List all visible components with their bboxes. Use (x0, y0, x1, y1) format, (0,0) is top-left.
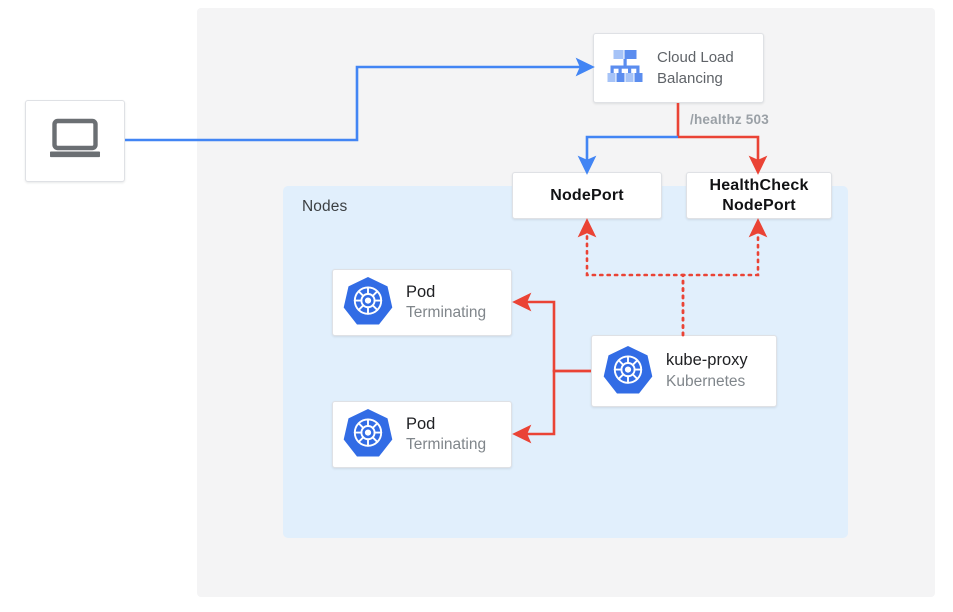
kube-proxy-node[interactable]: kube-proxy Kubernetes (591, 335, 777, 407)
nodeport-node[interactable]: NodePort (512, 172, 662, 219)
cloud-load-balancing-label-line1: Cloud Load (657, 49, 734, 66)
pod-bottom-title: Pod (406, 414, 436, 433)
healthcheck-nodeport-node[interactable]: HealthCheck NodePort (686, 172, 832, 219)
cloud-load-balancing-label: Cloud Load Balancing (657, 47, 734, 89)
client-node[interactable] (25, 100, 125, 182)
nodeport-label: NodePort (550, 186, 624, 204)
healthcheck-nodeport-label: HealthCheck NodePort (709, 176, 808, 216)
pod-bottom-subtitle: Terminating (406, 436, 487, 454)
kubernetes-icon (342, 274, 394, 331)
pod-top-subtitle: Terminating (406, 304, 487, 322)
kube-proxy-title: kube-proxy (666, 351, 748, 370)
pod-top-title: Pod (406, 282, 436, 301)
kubernetes-icon (602, 343, 654, 400)
pod-node-bottom[interactable]: Pod Terminating (332, 401, 512, 468)
pod-node-top[interactable]: Pod Terminating (332, 269, 512, 336)
cloud-load-balancing-node[interactable]: Cloud Load Balancing (593, 33, 764, 103)
healthcheck-nodeport-label-line1: HealthCheck (709, 176, 809, 194)
nodes-region-label: Nodes (302, 198, 348, 215)
pod-bottom-text: Pod Terminating (406, 414, 487, 454)
cloud-load-balancing-icon (605, 47, 645, 90)
kube-proxy-subtitle: Kubernetes (666, 372, 746, 390)
healthcheck-nodeport-label-line2: NodePort (722, 196, 796, 214)
laptop-icon (48, 118, 102, 165)
healthz-edge-label: /healthz 503 (690, 112, 769, 127)
kubernetes-icon (342, 406, 394, 463)
pod-top-text: Pod Terminating (406, 282, 487, 322)
kube-proxy-text: kube-proxy Kubernetes (666, 351, 748, 390)
cloud-load-balancing-label-line2: Balancing (657, 70, 723, 87)
